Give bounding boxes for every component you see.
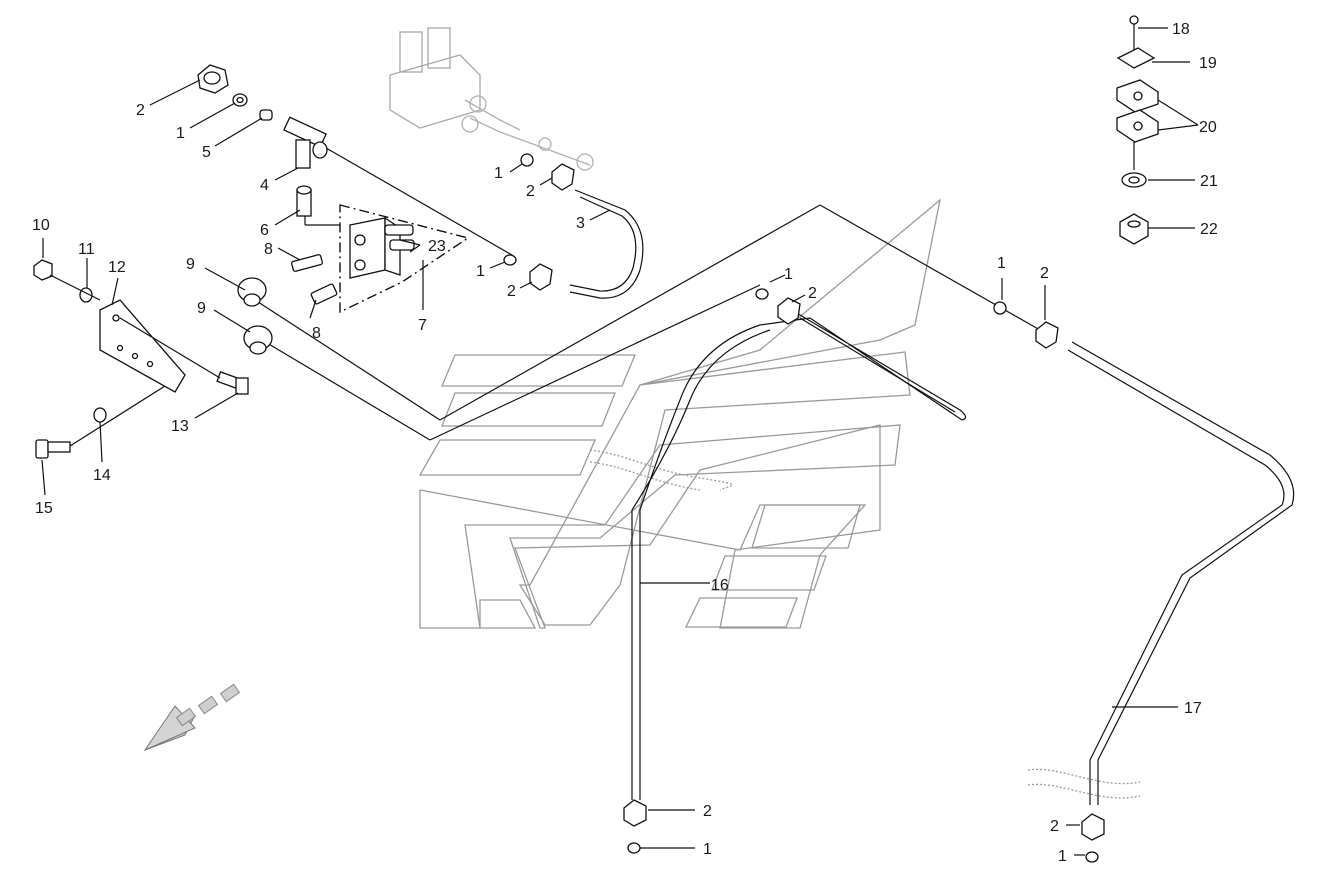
nut-22 xyxy=(1119,213,1149,245)
ring-1-bottom-17 xyxy=(1085,851,1099,863)
callout-2: 2 xyxy=(526,183,535,200)
callout-9: 9 xyxy=(197,300,206,317)
callout-1: 1 xyxy=(997,255,1006,272)
callout-20: 20 xyxy=(1199,119,1217,136)
chassis-outline xyxy=(389,27,941,629)
callout-6: 6 xyxy=(260,222,269,239)
sleeve-5 xyxy=(259,109,273,121)
callout-21: 21 xyxy=(1200,173,1218,190)
callout-1: 1 xyxy=(703,841,712,858)
callout-13: 13 xyxy=(171,418,189,435)
clamp-20-lower xyxy=(1116,109,1159,143)
callout-1: 1 xyxy=(476,263,485,280)
callout-1: 1 xyxy=(176,125,185,142)
pipe-16 xyxy=(639,311,967,760)
nut-2-top xyxy=(197,64,229,94)
valve-block-7 xyxy=(349,216,415,279)
callout-17: 17 xyxy=(1184,700,1202,717)
callout-19: 19 xyxy=(1199,55,1217,72)
callout-2: 2 xyxy=(1050,818,1059,835)
callout-1: 1 xyxy=(784,266,793,283)
fitting-8-upper xyxy=(291,254,323,272)
callout-labels: 2 1 5 4 6 8 8 9 9 23 7 1 2 3 1 2 1 2 1 2… xyxy=(32,21,1218,865)
callout-12: 12 xyxy=(108,259,126,276)
callout-2: 2 xyxy=(808,285,817,302)
callout-22: 22 xyxy=(1200,221,1218,238)
callout-8: 8 xyxy=(264,241,273,258)
ring-1-right xyxy=(755,288,769,300)
clamp-20-upper xyxy=(1116,79,1159,113)
callout-1: 1 xyxy=(1058,848,1067,865)
callout-8: 8 xyxy=(312,325,321,342)
callout-1: 1 xyxy=(494,165,503,182)
pipe-3 xyxy=(569,189,644,299)
valve-assembly-boundary xyxy=(339,204,470,314)
callout-14: 14 xyxy=(93,467,111,484)
nut-2-lower xyxy=(529,263,553,291)
adapter-6 xyxy=(296,185,312,217)
callout-15: 15 xyxy=(35,500,53,517)
callout-3: 3 xyxy=(576,215,585,232)
washer-21 xyxy=(1121,172,1147,188)
callout-4: 4 xyxy=(260,177,269,194)
callout-18: 18 xyxy=(1172,21,1190,38)
callout-2: 2 xyxy=(703,803,712,820)
ring-1-top xyxy=(232,93,248,107)
plate-19 xyxy=(1116,47,1156,69)
ring-1-mid xyxy=(520,153,534,167)
bracket-12 xyxy=(99,299,186,393)
callout-10: 10 xyxy=(32,217,50,234)
washer-14 xyxy=(93,407,107,423)
pipe-17 xyxy=(1071,341,1295,761)
callout-2: 2 xyxy=(136,102,145,119)
bolt-18 xyxy=(1129,15,1139,50)
nut-2-far xyxy=(1035,321,1059,349)
leader-lines xyxy=(41,27,1199,856)
bolt-15 xyxy=(35,439,71,459)
nut-2-bottom-16 xyxy=(623,799,647,827)
ring-1-lower xyxy=(503,254,517,266)
nut-2-mid xyxy=(551,163,575,191)
nut-2-right xyxy=(777,297,801,325)
break-lines xyxy=(589,449,1141,799)
fitting-8-lower xyxy=(310,283,338,305)
callout-2: 2 xyxy=(507,283,516,300)
callout-5: 5 xyxy=(202,144,211,161)
elbow-9-upper xyxy=(237,277,267,307)
ring-1-bottom-16 xyxy=(627,842,641,854)
callout-23: 23 xyxy=(428,238,446,255)
ring-1-far xyxy=(993,301,1007,315)
callout-9: 9 xyxy=(186,256,195,273)
callout-16: 16 xyxy=(711,577,729,594)
callout-2: 2 xyxy=(1040,265,1049,282)
elbow-9-lower xyxy=(243,325,273,355)
bolt-13 xyxy=(216,371,249,395)
callout-7: 7 xyxy=(418,317,427,334)
tee-fitting-4 xyxy=(283,116,328,169)
nut-10 xyxy=(33,259,53,281)
nut-2-bottom-17 xyxy=(1081,813,1105,841)
direction-arrow-icon xyxy=(143,683,241,752)
callout-11: 11 xyxy=(78,241,95,258)
